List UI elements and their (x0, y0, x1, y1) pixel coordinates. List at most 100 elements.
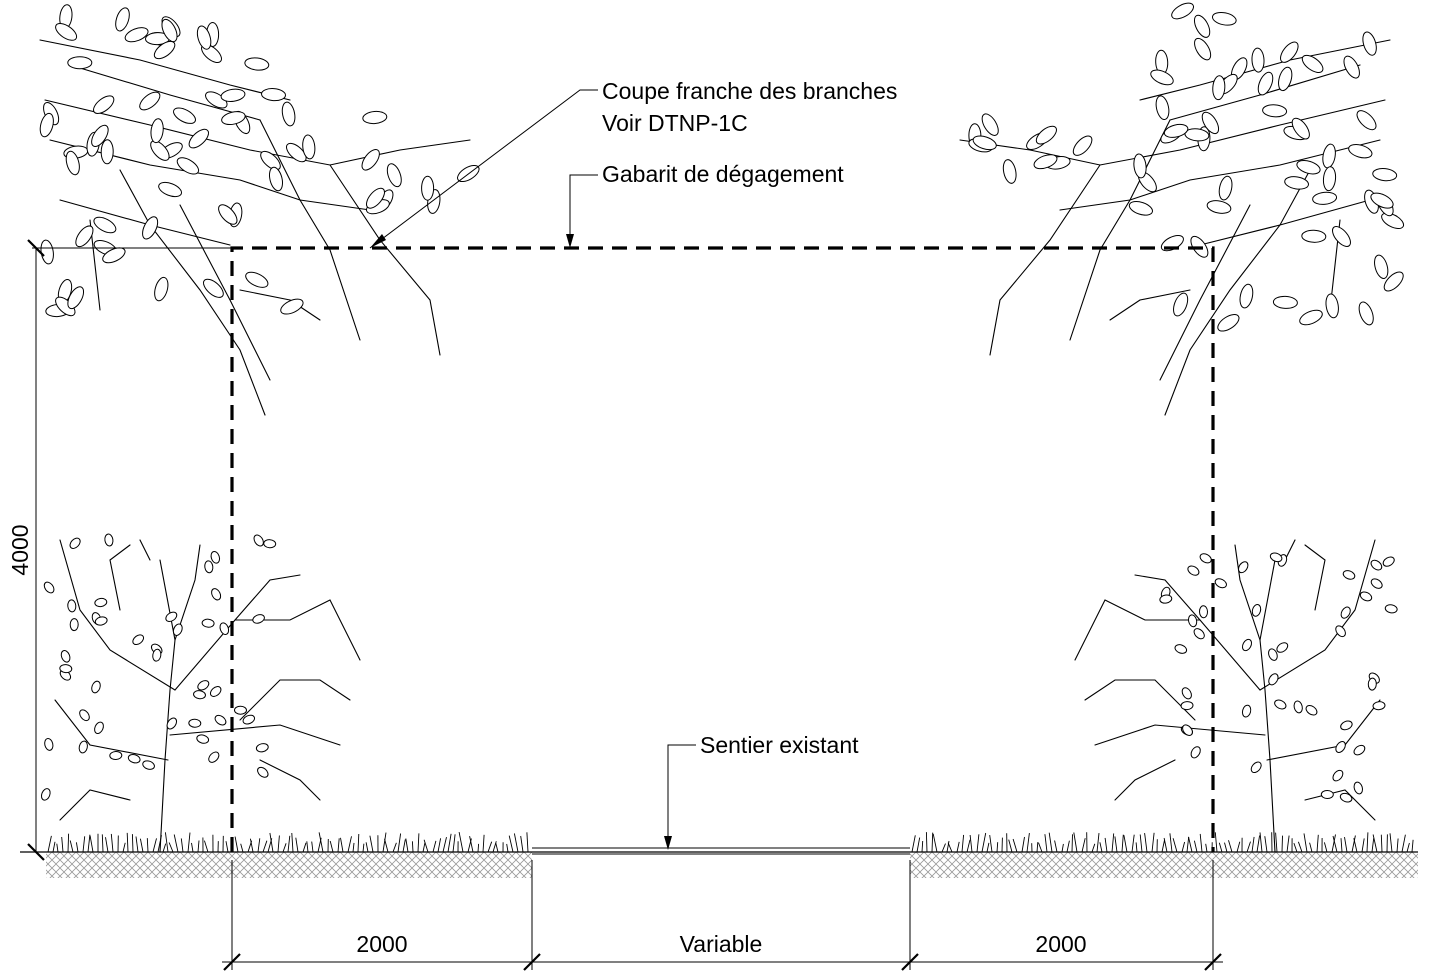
grass-blade (1371, 838, 1375, 853)
leaf (972, 135, 997, 151)
leaf (214, 714, 227, 726)
grass-blade (1091, 843, 1096, 853)
leaf (197, 680, 210, 691)
leaf (257, 766, 269, 778)
grass-blade (981, 832, 987, 853)
leaf (139, 91, 161, 111)
leaf (142, 216, 159, 240)
grass-blade (152, 838, 157, 853)
grass-blade (986, 842, 990, 853)
grass-blade (423, 839, 429, 853)
leaf (1383, 271, 1404, 292)
leaf (1268, 648, 1278, 661)
leaf (55, 23, 78, 41)
leaf (1280, 41, 1299, 63)
grass-blade (947, 842, 953, 853)
leaf (124, 27, 149, 43)
grass-blade (477, 843, 480, 853)
leaf (1301, 229, 1327, 243)
grass-blade (122, 842, 126, 853)
grass-blade (139, 838, 144, 853)
clearance-envelope (230, 246, 1215, 852)
grass-blade (1218, 842, 1223, 853)
leaf (1384, 604, 1398, 614)
grass-blade (101, 834, 104, 853)
leaf (94, 597, 108, 608)
grass-blade (925, 832, 928, 853)
grass-blade (1297, 841, 1303, 853)
grass-blade (105, 837, 109, 853)
grass-blade (1021, 836, 1025, 853)
grass-blade (442, 836, 447, 853)
grass-blade (1396, 838, 1399, 853)
leaf (1212, 75, 1226, 101)
leaf (1211, 11, 1237, 26)
grass-blade (1332, 835, 1338, 853)
leaf (67, 286, 85, 310)
grass-blade (397, 833, 402, 853)
grass-blade (1236, 841, 1241, 853)
leaf (1353, 744, 1366, 756)
leaf (981, 113, 999, 136)
grass-blade (946, 840, 950, 853)
grass-blade (384, 838, 389, 853)
grass-blade (1144, 833, 1148, 853)
grass-blade (932, 833, 938, 853)
grass-blade (282, 843, 287, 853)
leaf (67, 56, 93, 70)
grass-blade (1228, 840, 1233, 853)
grass-blade (180, 838, 184, 853)
leaf (1217, 314, 1240, 332)
leaf (218, 204, 238, 225)
leaf (102, 247, 126, 264)
leaf (1362, 31, 1377, 56)
grass-blade (1026, 833, 1030, 853)
grass-blade (1036, 842, 1039, 853)
leaf (1194, 37, 1212, 61)
leaf (1296, 159, 1321, 175)
grass-blade (1181, 841, 1186, 853)
leaf (1133, 153, 1147, 179)
grass-blade (1353, 838, 1358, 853)
leaf (79, 709, 90, 722)
right-offset-label: 2000 (1035, 931, 1086, 957)
grass-blade (1135, 842, 1138, 853)
grass-blade (437, 838, 442, 853)
grass-blade (69, 840, 74, 853)
grass-blade (249, 838, 254, 853)
grass-blade (405, 838, 409, 853)
grass-blade (452, 834, 456, 853)
grass-blade (162, 843, 167, 853)
grass-blade (1121, 834, 1124, 853)
leaf (127, 753, 141, 764)
grass-blade (969, 834, 973, 853)
leaf (132, 634, 145, 646)
grass-blade (1169, 833, 1173, 853)
grass-blade (82, 836, 86, 853)
leaf (1332, 226, 1351, 247)
leaf (1214, 578, 1227, 589)
leaf (1198, 605, 1209, 619)
grass-blade (318, 832, 324, 853)
leaf (1187, 565, 1200, 576)
leaf (172, 623, 183, 636)
leaf (280, 298, 304, 315)
grass-blade (921, 840, 924, 853)
grass-blade (131, 834, 134, 853)
grass-blade (1012, 838, 1018, 853)
leaf (1359, 591, 1373, 602)
leaf (1312, 191, 1338, 205)
leaf (1358, 301, 1374, 326)
clearance-leader (566, 174, 598, 248)
grass-blade (347, 836, 352, 853)
leaf (263, 539, 277, 549)
grass-blade (432, 840, 437, 853)
leaf (142, 760, 155, 770)
grass-blade (47, 835, 52, 853)
leaf (1320, 789, 1334, 800)
leaf (91, 124, 109, 147)
leaf (1193, 14, 1211, 38)
grass-blade (357, 833, 360, 853)
grass-blade (1131, 834, 1135, 853)
